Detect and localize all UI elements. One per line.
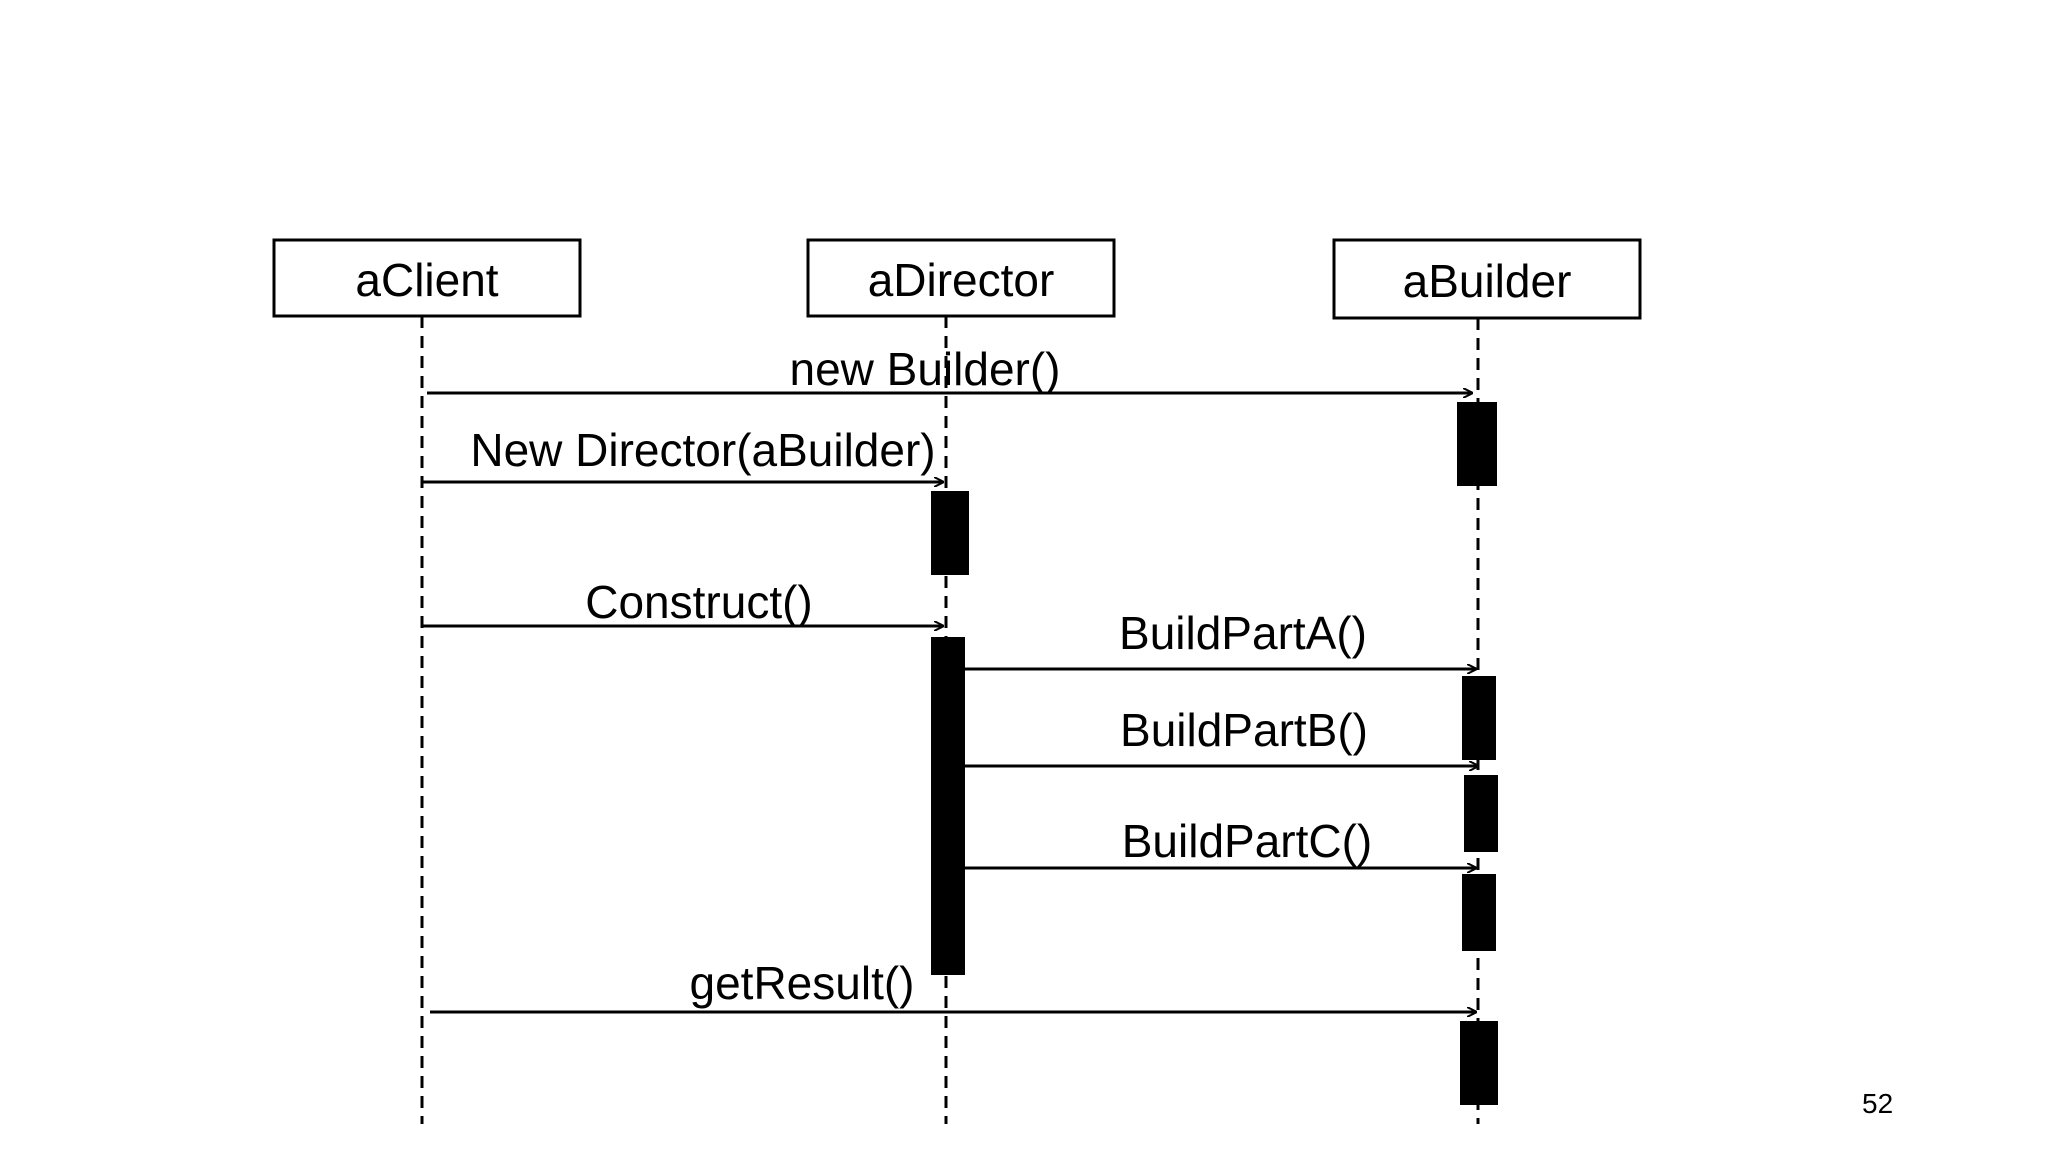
object-adirector-label: aDirector [868, 254, 1055, 306]
message-buildpartc-label: BuildPartC() [1122, 815, 1373, 867]
activation-builder-create [1457, 402, 1497, 486]
object-adirector: aDirector [806, 238, 1116, 318]
message-buildparta-label: BuildPartA() [1119, 607, 1367, 659]
object-abuilder: aBuilder [1332, 238, 1642, 320]
message-buildpartb: BuildPartB() [965, 704, 1478, 766]
object-abuilder-label: aBuilder [1403, 255, 1572, 307]
message-construct-label: Construct() [585, 576, 812, 628]
activation-builder-parta [1462, 676, 1496, 760]
message-new-director-label: New Director(aBuilder) [470, 424, 935, 476]
activation-builder-partc [1462, 874, 1496, 951]
activation-director-construct [931, 637, 965, 975]
page-number: 52 [1862, 1088, 1894, 1119]
message-buildpartb-label: BuildPartB() [1120, 704, 1368, 756]
message-new-director: New Director(aBuilder) [422, 424, 943, 482]
message-construct: Construct() [422, 576, 943, 628]
message-buildpartc: BuildPartC() [965, 815, 1476, 868]
object-aclient: aClient [272, 238, 582, 318]
message-getresult: getResult() [430, 957, 1476, 1012]
activation-builder-partb [1464, 775, 1498, 852]
activation-director-create [931, 491, 969, 575]
message-new-builder: new Builder() [427, 343, 1472, 395]
object-aclient-label: aClient [355, 254, 498, 306]
activation-builder-result [1460, 1021, 1498, 1105]
message-buildparta: BuildPartA() [965, 607, 1476, 669]
message-new-builder-label: new Builder() [790, 343, 1061, 395]
message-getresult-label: getResult() [690, 957, 915, 1009]
